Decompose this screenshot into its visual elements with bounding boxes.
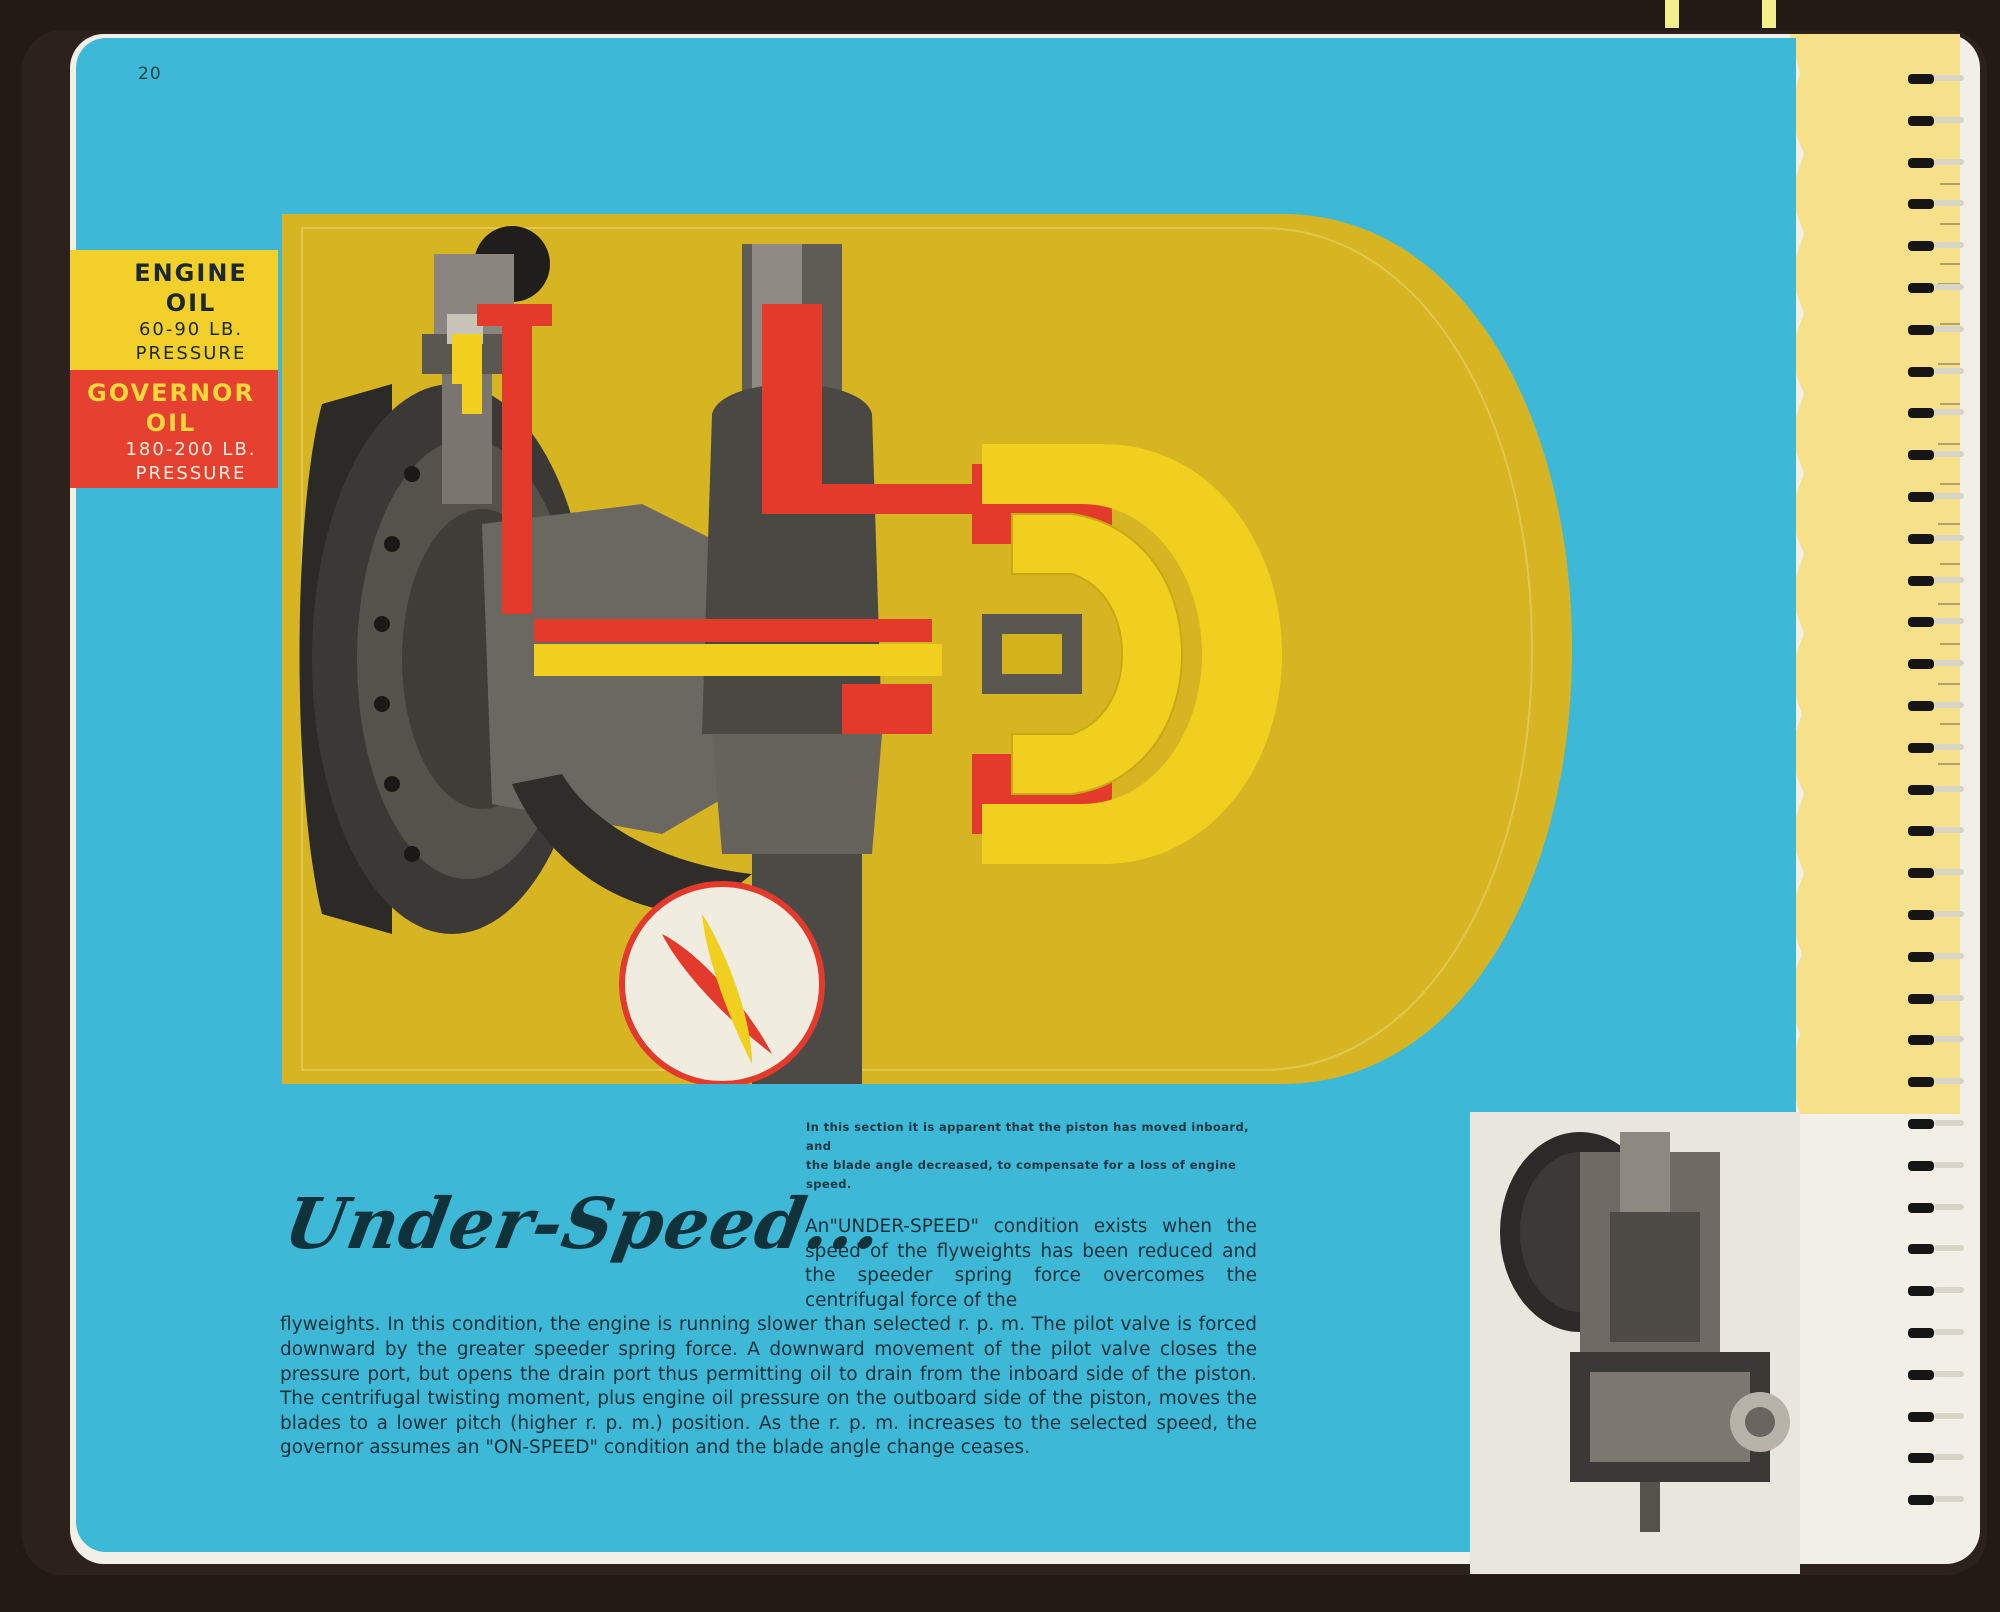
legend-governor-oil: GOVERNOR OIL 180-200 LB. PRESSURE xyxy=(70,370,278,488)
diagram-caption: In this section it is apparent that the … xyxy=(806,1118,1256,1194)
binding-ring xyxy=(1908,321,1966,337)
legend-governor-oil-title: GOVERNOR OIL xyxy=(87,379,255,437)
bookmark-ribbon xyxy=(1665,0,1679,28)
binding-ring xyxy=(1908,990,1966,1006)
binding-ring xyxy=(1908,906,1966,922)
legend-engine-oil-pressure: 60-90 LB. xyxy=(138,319,244,340)
binding-ring xyxy=(1908,279,1966,295)
binding-ring xyxy=(1908,739,1966,755)
legend-governor-oil-pressure: 180-200 LB. xyxy=(125,439,257,460)
caption-line: In this section it is apparent that the … xyxy=(806,1120,1249,1153)
binding-ring xyxy=(1908,1073,1966,1089)
binding-ring xyxy=(1908,1491,1966,1507)
binding-ring xyxy=(1908,655,1966,671)
caption-line: the blade angle decreased, to compensate… xyxy=(806,1158,1237,1191)
binding-ring xyxy=(1908,1199,1966,1215)
legend-engine-oil-title: ENGINE OIL xyxy=(134,259,248,317)
binding-ring xyxy=(1908,697,1966,713)
binding-ring xyxy=(1908,781,1966,797)
binding-ring xyxy=(1908,154,1966,170)
dome-piston xyxy=(982,444,1282,864)
binding-ring xyxy=(1908,1240,1966,1256)
bookmark-ribbon xyxy=(1762,0,1776,28)
binding-ring xyxy=(1908,195,1966,211)
article-body: An"UNDER-SPEED" condition exists when th… xyxy=(280,1215,1257,1461)
binding-ring xyxy=(1908,488,1966,504)
legend-governor-oil-label: PRESSURE xyxy=(135,463,247,484)
binding-ring xyxy=(1908,1324,1966,1340)
binding-ring xyxy=(1908,1157,1966,1173)
binding-ring xyxy=(1908,404,1966,420)
binding-ring xyxy=(1908,1031,1966,1047)
governor-cutaway-photo xyxy=(1470,1112,1800,1574)
legend-engine-oil-label: PRESSURE xyxy=(135,343,247,364)
spiral-binding xyxy=(1908,70,1972,1540)
binding-ring xyxy=(1908,1282,1966,1298)
binding-ring xyxy=(1908,864,1966,880)
binding-ring xyxy=(1908,822,1966,838)
binding-ring xyxy=(1908,1115,1966,1131)
article-rest: flyweights. In this condition, the engin… xyxy=(280,1314,1257,1459)
blade-angle-indicator-icon xyxy=(619,881,825,1084)
binding-ring xyxy=(1908,613,1966,629)
oil-pressure-legend: ENGINE OIL 60-90 LB. PRESSURE GOVERNOR O… xyxy=(70,250,278,488)
legend-engine-oil: ENGINE OIL 60-90 LB. PRESSURE xyxy=(70,250,278,370)
binding-ring xyxy=(1908,948,1966,964)
binding-ring xyxy=(1908,572,1966,588)
page-number: 20 xyxy=(138,64,162,84)
binding-ring xyxy=(1908,112,1966,128)
binding-ring xyxy=(1908,70,1966,86)
article-lead: An"UNDER-SPEED" condition exists when th… xyxy=(805,1216,1257,1311)
binding-ring xyxy=(1908,1449,1966,1465)
governor-diagram xyxy=(282,214,1572,1084)
binding-ring xyxy=(1908,1408,1966,1424)
binding-ring xyxy=(1908,1366,1966,1382)
binding-ring xyxy=(1908,363,1966,379)
binding-ring xyxy=(1908,237,1966,253)
binding-ring xyxy=(1908,530,1966,546)
binding-ring xyxy=(1908,446,1966,462)
